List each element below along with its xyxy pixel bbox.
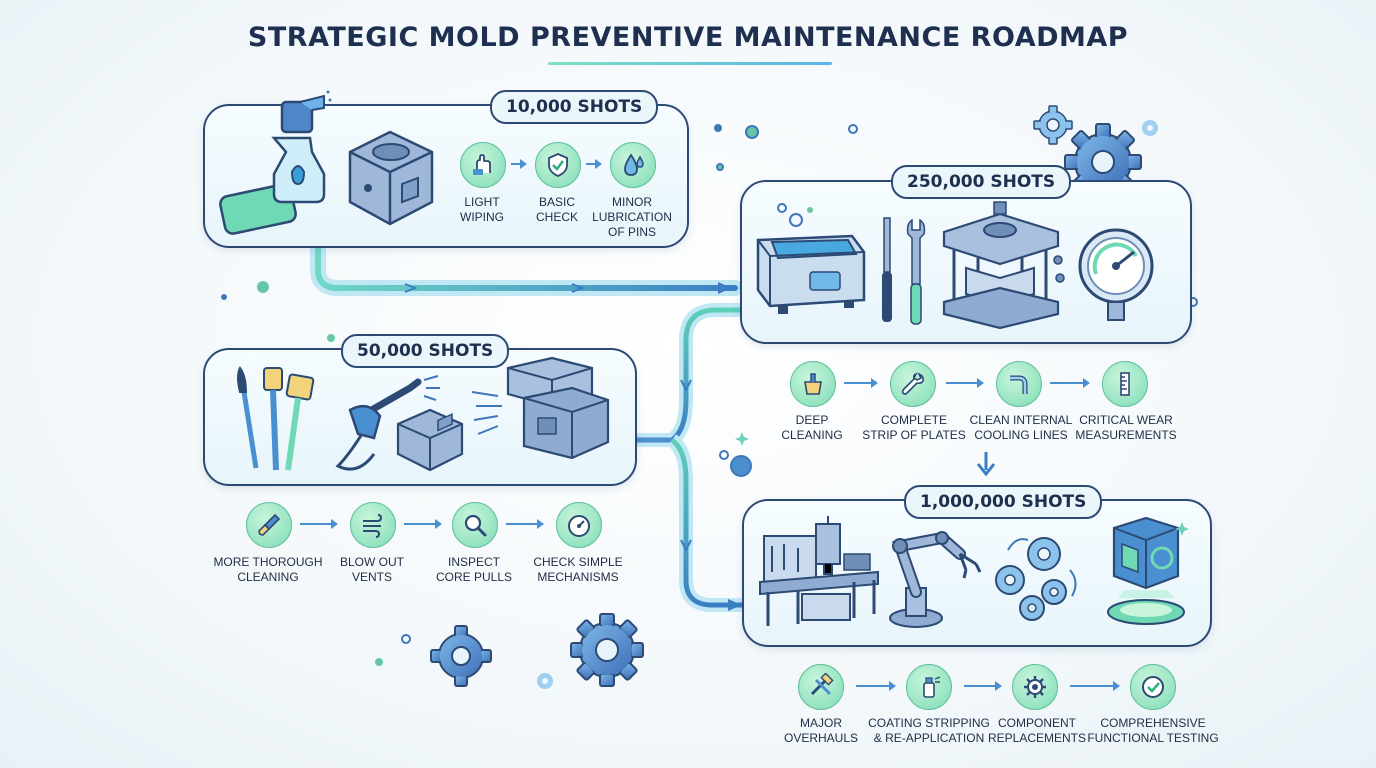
screwdriver-wrench-icon	[882, 217, 926, 325]
gear-cluster-icon	[995, 537, 1077, 621]
stage-badge-1m: 1,000,000 SHOTS	[904, 485, 1103, 519]
ruler-icon	[1102, 361, 1148, 407]
shield-check-icon	[535, 142, 581, 188]
title-underline	[548, 62, 832, 65]
mold-core-assembly-icon	[471, 356, 610, 460]
brush-icon	[246, 502, 292, 548]
step-arrow	[964, 681, 1002, 691]
stage-badge-10k: 10,000 SHOTS	[490, 90, 659, 124]
oil-drop-icon	[610, 142, 656, 188]
flow-arrow-50k-branch	[635, 303, 742, 612]
page-title: STRATEGIC MOLD PREVENTIVE MAINTENANCE RO…	[247, 22, 1129, 53]
air-blower-icon	[335, 375, 440, 471]
decor-gear-bottom-left	[430, 625, 492, 687]
air-flow-icon	[350, 502, 396, 548]
step-arrow	[1050, 378, 1090, 388]
mold-plates-stack-icon	[942, 201, 1065, 330]
decor-gear-bottom-center	[570, 613, 644, 687]
flow-arrow-10k-to-250k	[310, 240, 743, 296]
flow-arrow-250k-to-1m	[976, 452, 996, 477]
spray-coating-icon	[906, 664, 952, 710]
step-arrow	[300, 519, 338, 529]
hand-wipe-icon	[460, 142, 506, 188]
mold-block-icon	[348, 130, 434, 226]
pipe-icon	[996, 361, 1042, 407]
ultrasonic-tank-icon	[756, 203, 866, 314]
step-arrow	[946, 378, 984, 388]
stage-badge-250k: 250,000 SHOTS	[891, 165, 1072, 199]
pressure-gauge-icon	[1078, 228, 1154, 321]
stage-badge-50k: 50,000 SHOTS	[341, 334, 510, 368]
check-circle-icon	[1130, 664, 1176, 710]
gauge-icon	[556, 502, 602, 548]
magnifier-icon	[452, 502, 498, 548]
mold-insert-icon	[396, 408, 464, 472]
step-label: COATING STRIPPING& RE-APPLICATION	[868, 716, 990, 745]
decor-gear-tiny-2	[1142, 120, 1158, 136]
spray-bottle-icon	[219, 90, 332, 235]
step-arrow	[856, 681, 896, 691]
step-arrow	[1070, 681, 1120, 691]
step-arrow	[511, 159, 527, 169]
cleaning-bucket-icon	[790, 361, 836, 407]
decor-gear-small-top	[1033, 105, 1073, 145]
decor-gear-tiny	[537, 673, 553, 689]
step-arrow	[506, 519, 544, 529]
gear-icon	[1012, 664, 1058, 710]
hammer-wrench-icon	[798, 664, 844, 710]
step-arrow	[404, 519, 442, 529]
wrench-icon	[890, 361, 936, 407]
paint-brushes-icon	[237, 366, 315, 471]
holographic-mold-icon	[1107, 516, 1189, 625]
workbench-icon	[759, 516, 879, 626]
step-arrow	[844, 378, 878, 388]
robot-arm-icon	[889, 531, 982, 628]
step-arrow	[586, 159, 602, 169]
decor-bubbles	[221, 124, 1198, 666]
